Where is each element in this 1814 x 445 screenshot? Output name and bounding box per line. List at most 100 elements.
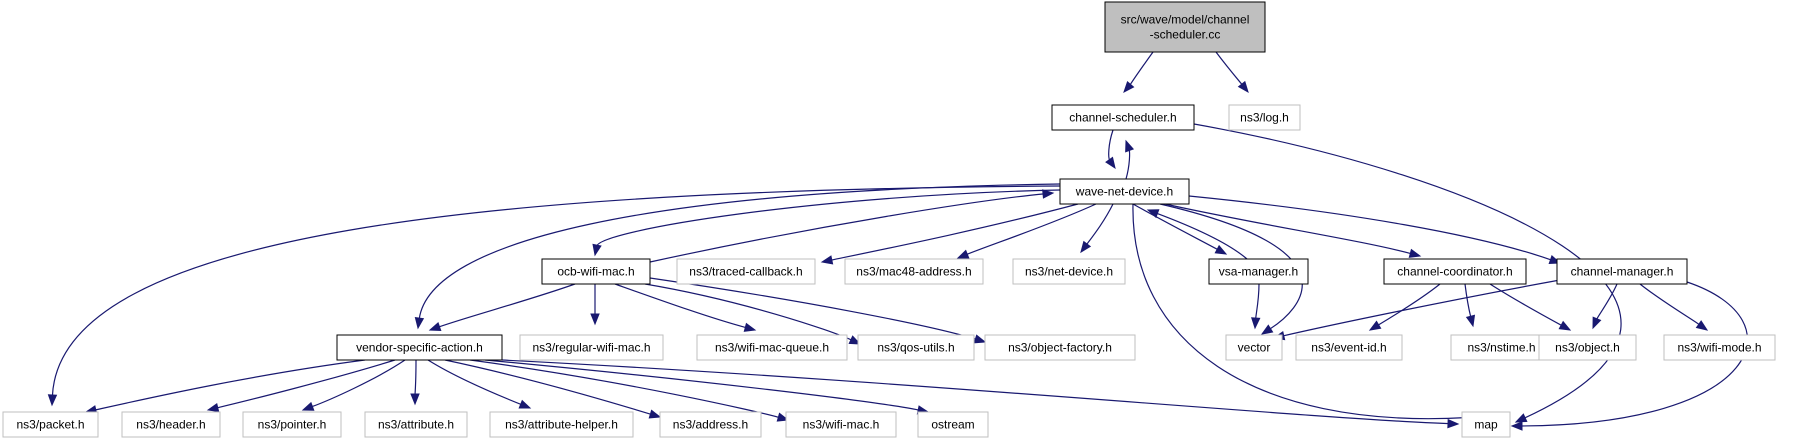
- edge-channel-coordinator-h-to-ns3-event-id-h: [1368, 283, 1441, 331]
- edge-line: [444, 359, 652, 415]
- edge-line: [1164, 203, 1412, 255]
- edge-arrowhead: [1368, 320, 1382, 331]
- node-ns3-header-h: ns3/header.h: [121, 411, 221, 438]
- edge-line: [501, 359, 1450, 425]
- edge-wave-net-device-h-to-vsa-manager-h: [1132, 203, 1228, 255]
- node-channel-coordinator-h[interactable]: channel-coordinator.h: [1383, 258, 1527, 285]
- edge-wave-net-device-h-to-ns3-mac48-address-h: [956, 203, 1097, 259]
- node-label: ns3/traced-callback.h: [689, 265, 802, 279]
- edge-arrowhead: [1447, 418, 1460, 429]
- node-channel-scheduler-h[interactable]: channel-scheduler.h: [1051, 104, 1195, 131]
- edge-channel-scheduler-h-to-wave-net-device-h: [1105, 129, 1116, 170]
- edge-vendor-specific-action-h-to-ns3-wifi-mac-h: [469, 359, 790, 422]
- node-ns3-event-id-h: ns3/event-id.h: [1295, 334, 1403, 361]
- node-box: [696, 334, 848, 361]
- edge-vsa-manager-h-to-wave-net-device-h: [1146, 209, 1248, 260]
- node-box: [1228, 104, 1301, 131]
- node-ns3-address-h: ns3/address.h: [659, 411, 762, 438]
- edge-arrowhead: [776, 412, 790, 422]
- node-ns3-wifi-mac-h: ns3/wifi-mac.h: [785, 411, 897, 438]
- node-label: channel-scheduler.h: [1069, 111, 1176, 125]
- edge-line: [830, 203, 1079, 261]
- edge-line: [94, 359, 366, 411]
- edge-ocb-wifi-mac-h-to-ns3-object-factory-h: [649, 277, 987, 344]
- edge-arrowhead: [414, 316, 425, 330]
- edge-arrowhead: [1080, 240, 1092, 254]
- edge-ocb-wifi-mac-h-to-ns3-regular-wifi-mac-h: [590, 284, 600, 326]
- edge-channel-manager-h-to-map: [1510, 281, 1748, 431]
- node-box: [121, 411, 221, 438]
- node-label: ns3/address.h: [673, 418, 748, 432]
- node-vsa-manager-h[interactable]: vsa-manager.h: [1208, 258, 1309, 285]
- edge-arrowhead: [1514, 413, 1528, 423]
- node-label: ns3/object.h: [1555, 341, 1620, 355]
- edge-wave-net-device-h-to-vendor-specific-action-h: [414, 183, 1061, 330]
- node-box: [857, 334, 975, 361]
- edge-line: [1108, 129, 1114, 161]
- edge-arrowhead: [590, 313, 600, 326]
- edge-line: [1132, 203, 1469, 420]
- node-box: [1012, 258, 1126, 285]
- edge-line: [649, 277, 977, 340]
- node-ns3-nstime-h: ns3/nstime.h: [1450, 334, 1553, 361]
- edge-arrowhead: [1214, 244, 1228, 255]
- node-label: src/wave/model/channel: [1121, 13, 1250, 27]
- edge-ocb-wifi-mac-h-to-ns3-wifi-mac-queue-h: [614, 283, 757, 332]
- node-label: ns3/pointer.h: [258, 418, 327, 432]
- node-ns3-attribute-h: ns3/attribute.h: [364, 411, 468, 438]
- node-label: ns3/net-device.h: [1025, 265, 1113, 279]
- edge-arrowhead: [410, 393, 420, 406]
- node-ocb-wifi-mac-h[interactable]: ocb-wifi-mac.h: [541, 258, 651, 285]
- edge-channel-manager-h-to-ns3-object-h: [1592, 283, 1618, 330]
- node-ns3-traced-callback-h: ns3/traced-callback.h: [676, 258, 816, 285]
- node-label: ns3/mac48-address.h: [856, 265, 971, 279]
- node-wave-net-device-h[interactable]: wave-net-device.h: [1059, 178, 1190, 205]
- edge-arrowhead: [1125, 139, 1135, 153]
- node-box: [984, 334, 1136, 361]
- node-root[interactable]: src/wave/model/channel-scheduler.cc: [1104, 1, 1266, 53]
- node-vendor-specific-action-h[interactable]: vendor-specific-action.h: [336, 334, 503, 361]
- node-box: [364, 411, 468, 438]
- edge-channel-coordinator-h-to-ns3-nstime-h: [1464, 283, 1476, 328]
- node-box: [489, 411, 634, 438]
- node-box: [519, 334, 664, 361]
- node-ns3-regular-wifi-mac-h: ns3/regular-wifi-mac.h: [519, 334, 664, 361]
- edge-arrowhead: [301, 401, 315, 411]
- edge-arrowhead: [428, 322, 442, 332]
- node-label: ns3/wifi-mac-queue.h: [715, 341, 829, 355]
- edge-arrowhead: [820, 255, 834, 265]
- edge-root-to-channel-scheduler-h: [1123, 51, 1154, 94]
- edge-arrowhead: [1146, 209, 1160, 219]
- node-ns3-net-device-h: ns3/net-device.h: [1012, 258, 1126, 285]
- node-ns3-qos-utils-h: ns3/qos-utils.h: [857, 334, 975, 361]
- edge-arrowhead: [1042, 189, 1055, 199]
- node-box: [1538, 334, 1637, 361]
- edge-line: [1489, 283, 1563, 327]
- edge-vendor-specific-action-h-to-ns3-pointer-h: [301, 359, 406, 411]
- node-label: -scheduler.cc: [1150, 28, 1221, 42]
- edge-line: [1129, 51, 1154, 86]
- edge-line: [1125, 149, 1131, 180]
- node-box: [844, 258, 984, 285]
- edge-arrowhead: [518, 399, 532, 409]
- node-ns3-wifi-mac-queue-h: ns3/wifi-mac-queue.h: [696, 334, 848, 361]
- edge-vendor-specific-action-h-to-ns3-address-h: [444, 359, 662, 419]
- node-box: [659, 411, 762, 438]
- edge-ocb-wifi-mac-h-to-vendor-specific-action-h: [428, 283, 576, 332]
- edge-line: [1132, 203, 1219, 251]
- edge-line: [614, 283, 747, 329]
- edge-line: [649, 193, 1045, 263]
- node-box: [336, 334, 503, 361]
- edge-line: [311, 359, 406, 408]
- edge-line: [469, 359, 780, 419]
- node-label: ns3/wifi-mode.h: [1677, 341, 1761, 355]
- node-box: [917, 411, 989, 438]
- node-channel-manager-h[interactable]: channel-manager.h: [1556, 258, 1688, 285]
- edge-channel-coordinator-h-to-ns3-object-h: [1489, 283, 1572, 331]
- edge-line: [427, 359, 522, 406]
- edge-line: [966, 203, 1097, 256]
- edge-arrowhead: [1510, 421, 1523, 431]
- node-label: ocb-wifi-mac.h: [557, 265, 634, 279]
- edge-arrowhead: [1592, 316, 1602, 330]
- node-ns3-pointer-h: ns3/pointer.h: [242, 411, 342, 438]
